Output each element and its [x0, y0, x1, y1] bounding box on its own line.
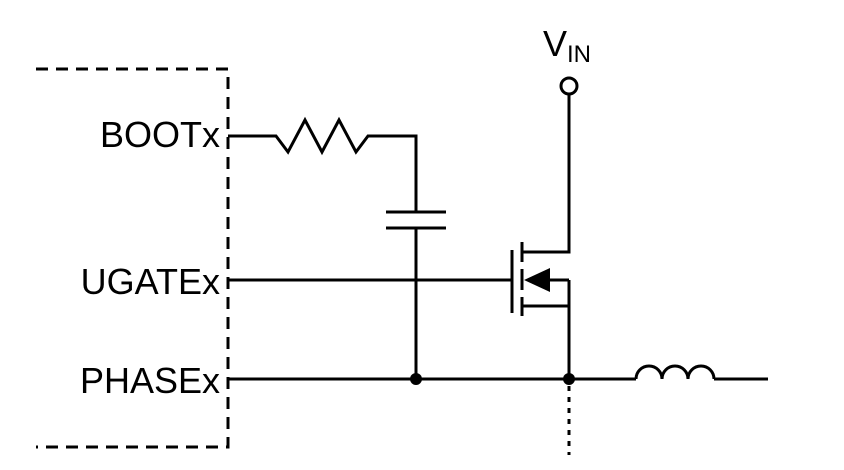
pin-label-boot: BOOTx — [100, 114, 220, 155]
drain-to-vin-wire — [522, 94, 571, 254]
capacitor-phase-junction — [410, 373, 422, 385]
source-to-phase-wire — [522, 304, 571, 379]
vin-terminal — [559, 76, 579, 96]
source-phase-junction — [563, 373, 575, 385]
boot-resistor — [228, 116, 418, 212]
vin-label: VIN — [543, 23, 591, 68]
output-inductor — [634, 364, 716, 380]
mosfet-body-arrow — [524, 268, 550, 292]
ic-boundary — [36, 67, 230, 449]
pin-label-ugate: UGATEx — [81, 261, 220, 302]
pin-label-phase: PHASEx — [80, 360, 220, 401]
